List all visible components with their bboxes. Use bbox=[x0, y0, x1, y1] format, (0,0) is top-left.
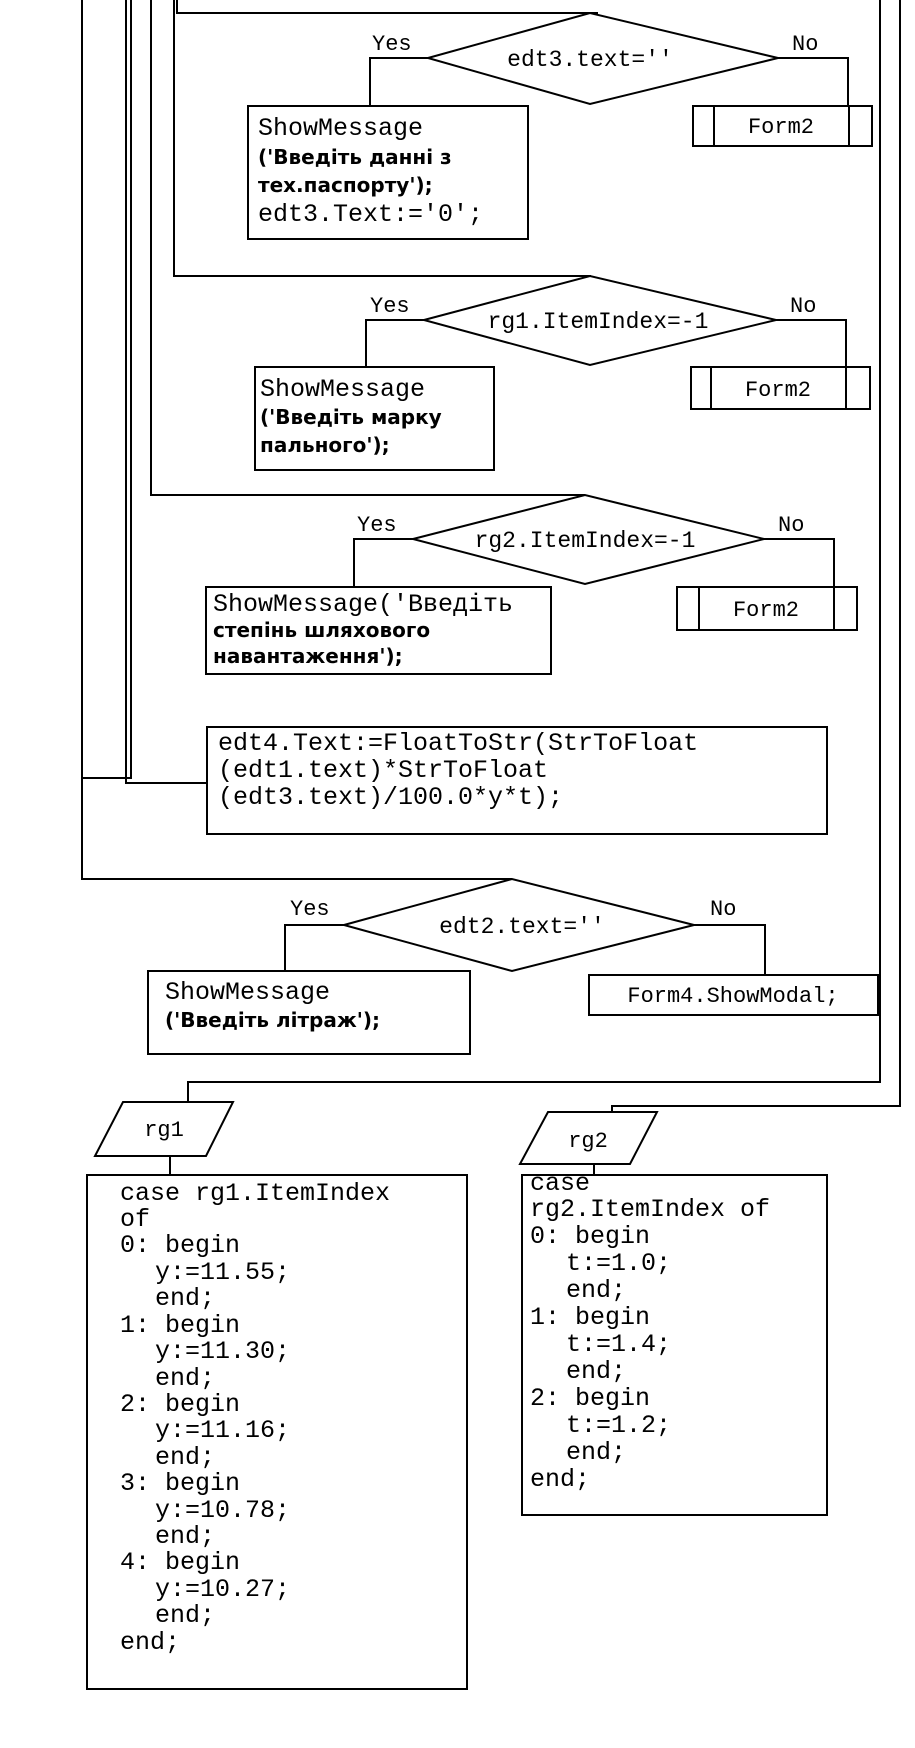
compute-line: (edt1.text)*StrToFloat bbox=[218, 756, 548, 785]
message-box-road-load: ShowMessage('Введіть степінь шляхового н… bbox=[205, 586, 552, 675]
case-line: end; bbox=[566, 1438, 626, 1467]
decision-rg1-unselected: rg1.ItemIndex=-1 bbox=[420, 274, 777, 367]
decision-condition: rg2.ItemIndex=-1 bbox=[475, 528, 696, 554]
case-box-rg2: case rg2.ItemIndex of 0: begin t:=1.0; e… bbox=[521, 1169, 828, 1516]
no-label: No bbox=[778, 513, 804, 538]
decision-condition: edt2.text='' bbox=[439, 914, 605, 940]
case-line: end; bbox=[120, 1628, 180, 1657]
case-line: end; bbox=[566, 1276, 626, 1305]
case-line: t:=1.2; bbox=[566, 1411, 671, 1440]
io-label: rg1 bbox=[144, 1118, 184, 1143]
message-line: ShowMessage bbox=[165, 978, 330, 1007]
case-line: end; bbox=[155, 1601, 215, 1630]
case-line: case rg1.ItemIndex bbox=[120, 1179, 390, 1208]
yes-label: Yes bbox=[290, 897, 330, 922]
message-line: тех.паспорту'); bbox=[258, 173, 433, 197]
case-line: 2: begin bbox=[530, 1384, 650, 1413]
case-line: y:=11.30; bbox=[155, 1337, 290, 1366]
case-line: 0: begin bbox=[530, 1222, 650, 1251]
decision-condition: rg1.ItemIndex=-1 bbox=[488, 309, 709, 335]
compute-box: edt4.Text:=FloatToStr(StrToFloat (edt1.t… bbox=[206, 726, 828, 835]
input-rg2: rg2 bbox=[518, 1111, 659, 1165]
decision-condition: edt3.text='' bbox=[507, 47, 673, 73]
case-line: end; bbox=[155, 1284, 215, 1313]
case-line: 1: begin bbox=[120, 1311, 240, 1340]
case-line: y:=10.27; bbox=[155, 1575, 290, 1604]
message-line: ('Введіть марку bbox=[260, 405, 442, 429]
case-line: y:=11.55; bbox=[155, 1258, 290, 1287]
predefined-process-form2: Form2 bbox=[676, 586, 858, 631]
case-line: of bbox=[120, 1205, 150, 1234]
message-line: ('Введіть літраж'); bbox=[165, 1008, 380, 1032]
case-line: 1: begin bbox=[530, 1303, 650, 1332]
process-label: Form4.ShowModal; bbox=[627, 984, 838, 1009]
no-label: No bbox=[710, 897, 736, 922]
yes-label: Yes bbox=[372, 32, 412, 57]
case-line: t:=1.0; bbox=[566, 1249, 671, 1278]
message-line: ShowMessage bbox=[260, 375, 425, 404]
message-box-litres: ShowMessage ('Введіть літраж'); bbox=[147, 970, 471, 1055]
message-line: ShowMessage('Введіть bbox=[213, 590, 513, 619]
case-line: end; bbox=[155, 1443, 215, 1472]
process-label: Form2 bbox=[733, 598, 799, 623]
case-line: end; bbox=[155, 1522, 215, 1551]
message-line: пального'); bbox=[260, 433, 390, 457]
case-line: end; bbox=[155, 1364, 215, 1393]
predefined-process-form2: Form2 bbox=[690, 366, 871, 410]
yes-label: Yes bbox=[370, 294, 410, 319]
message-line: ('Введіть данні з bbox=[258, 145, 452, 169]
case-line: end; bbox=[566, 1357, 626, 1386]
decision-edt3-empty: edt3.text='' bbox=[424, 11, 779, 106]
message-line: степінь шляхового bbox=[213, 618, 430, 642]
no-label: No bbox=[790, 294, 816, 319]
decision-edt2-empty: edt2.text='' bbox=[340, 877, 695, 973]
case-line: 2: begin bbox=[120, 1390, 240, 1419]
case-line: y:=11.16; bbox=[155, 1416, 290, 1445]
case-line: 3: begin bbox=[120, 1469, 240, 1498]
message-line: edt3.Text:='0'; bbox=[258, 200, 483, 229]
case-line: end; bbox=[530, 1465, 590, 1494]
predefined-process-form2: Form2 bbox=[692, 105, 873, 147]
process-label: Form2 bbox=[748, 115, 814, 140]
message-line: навантаження'); bbox=[213, 644, 403, 668]
case-line: rg2.ItemIndex of bbox=[530, 1195, 770, 1224]
connector-lines bbox=[81, 0, 901, 1175]
case-box-rg1: case rg1.ItemIndex of 0: begin y:=11.55;… bbox=[86, 1174, 468, 1690]
message-line: ShowMessage bbox=[258, 114, 423, 143]
case-line: t:=1.4; bbox=[566, 1330, 671, 1359]
case-line: case bbox=[530, 1169, 590, 1198]
compute-line: (edt3.text)/100.0*y*t); bbox=[218, 783, 563, 812]
yes-label: Yes bbox=[357, 513, 397, 538]
message-box-fuel-brand: ShowMessage ('Введіть марку пального'); bbox=[254, 366, 495, 471]
process-form4-showmodal: Form4.ShowModal; bbox=[588, 974, 879, 1016]
decision-rg2-unselected: rg2.ItemIndex=-1 bbox=[409, 493, 765, 586]
case-line: 4: begin bbox=[120, 1548, 240, 1577]
case-line: 0: begin bbox=[120, 1231, 240, 1260]
process-label: Form2 bbox=[745, 378, 811, 403]
no-label: No bbox=[792, 32, 818, 57]
compute-line: edt4.Text:=FloatToStr(StrToFloat bbox=[218, 729, 698, 758]
io-label: rg2 bbox=[568, 1129, 608, 1154]
input-rg1: rg1 bbox=[93, 1101, 235, 1157]
message-box-tech-passport: ShowMessage ('Введіть данні з тех.паспор… bbox=[247, 105, 529, 240]
case-line: y:=10.78; bbox=[155, 1496, 290, 1525]
